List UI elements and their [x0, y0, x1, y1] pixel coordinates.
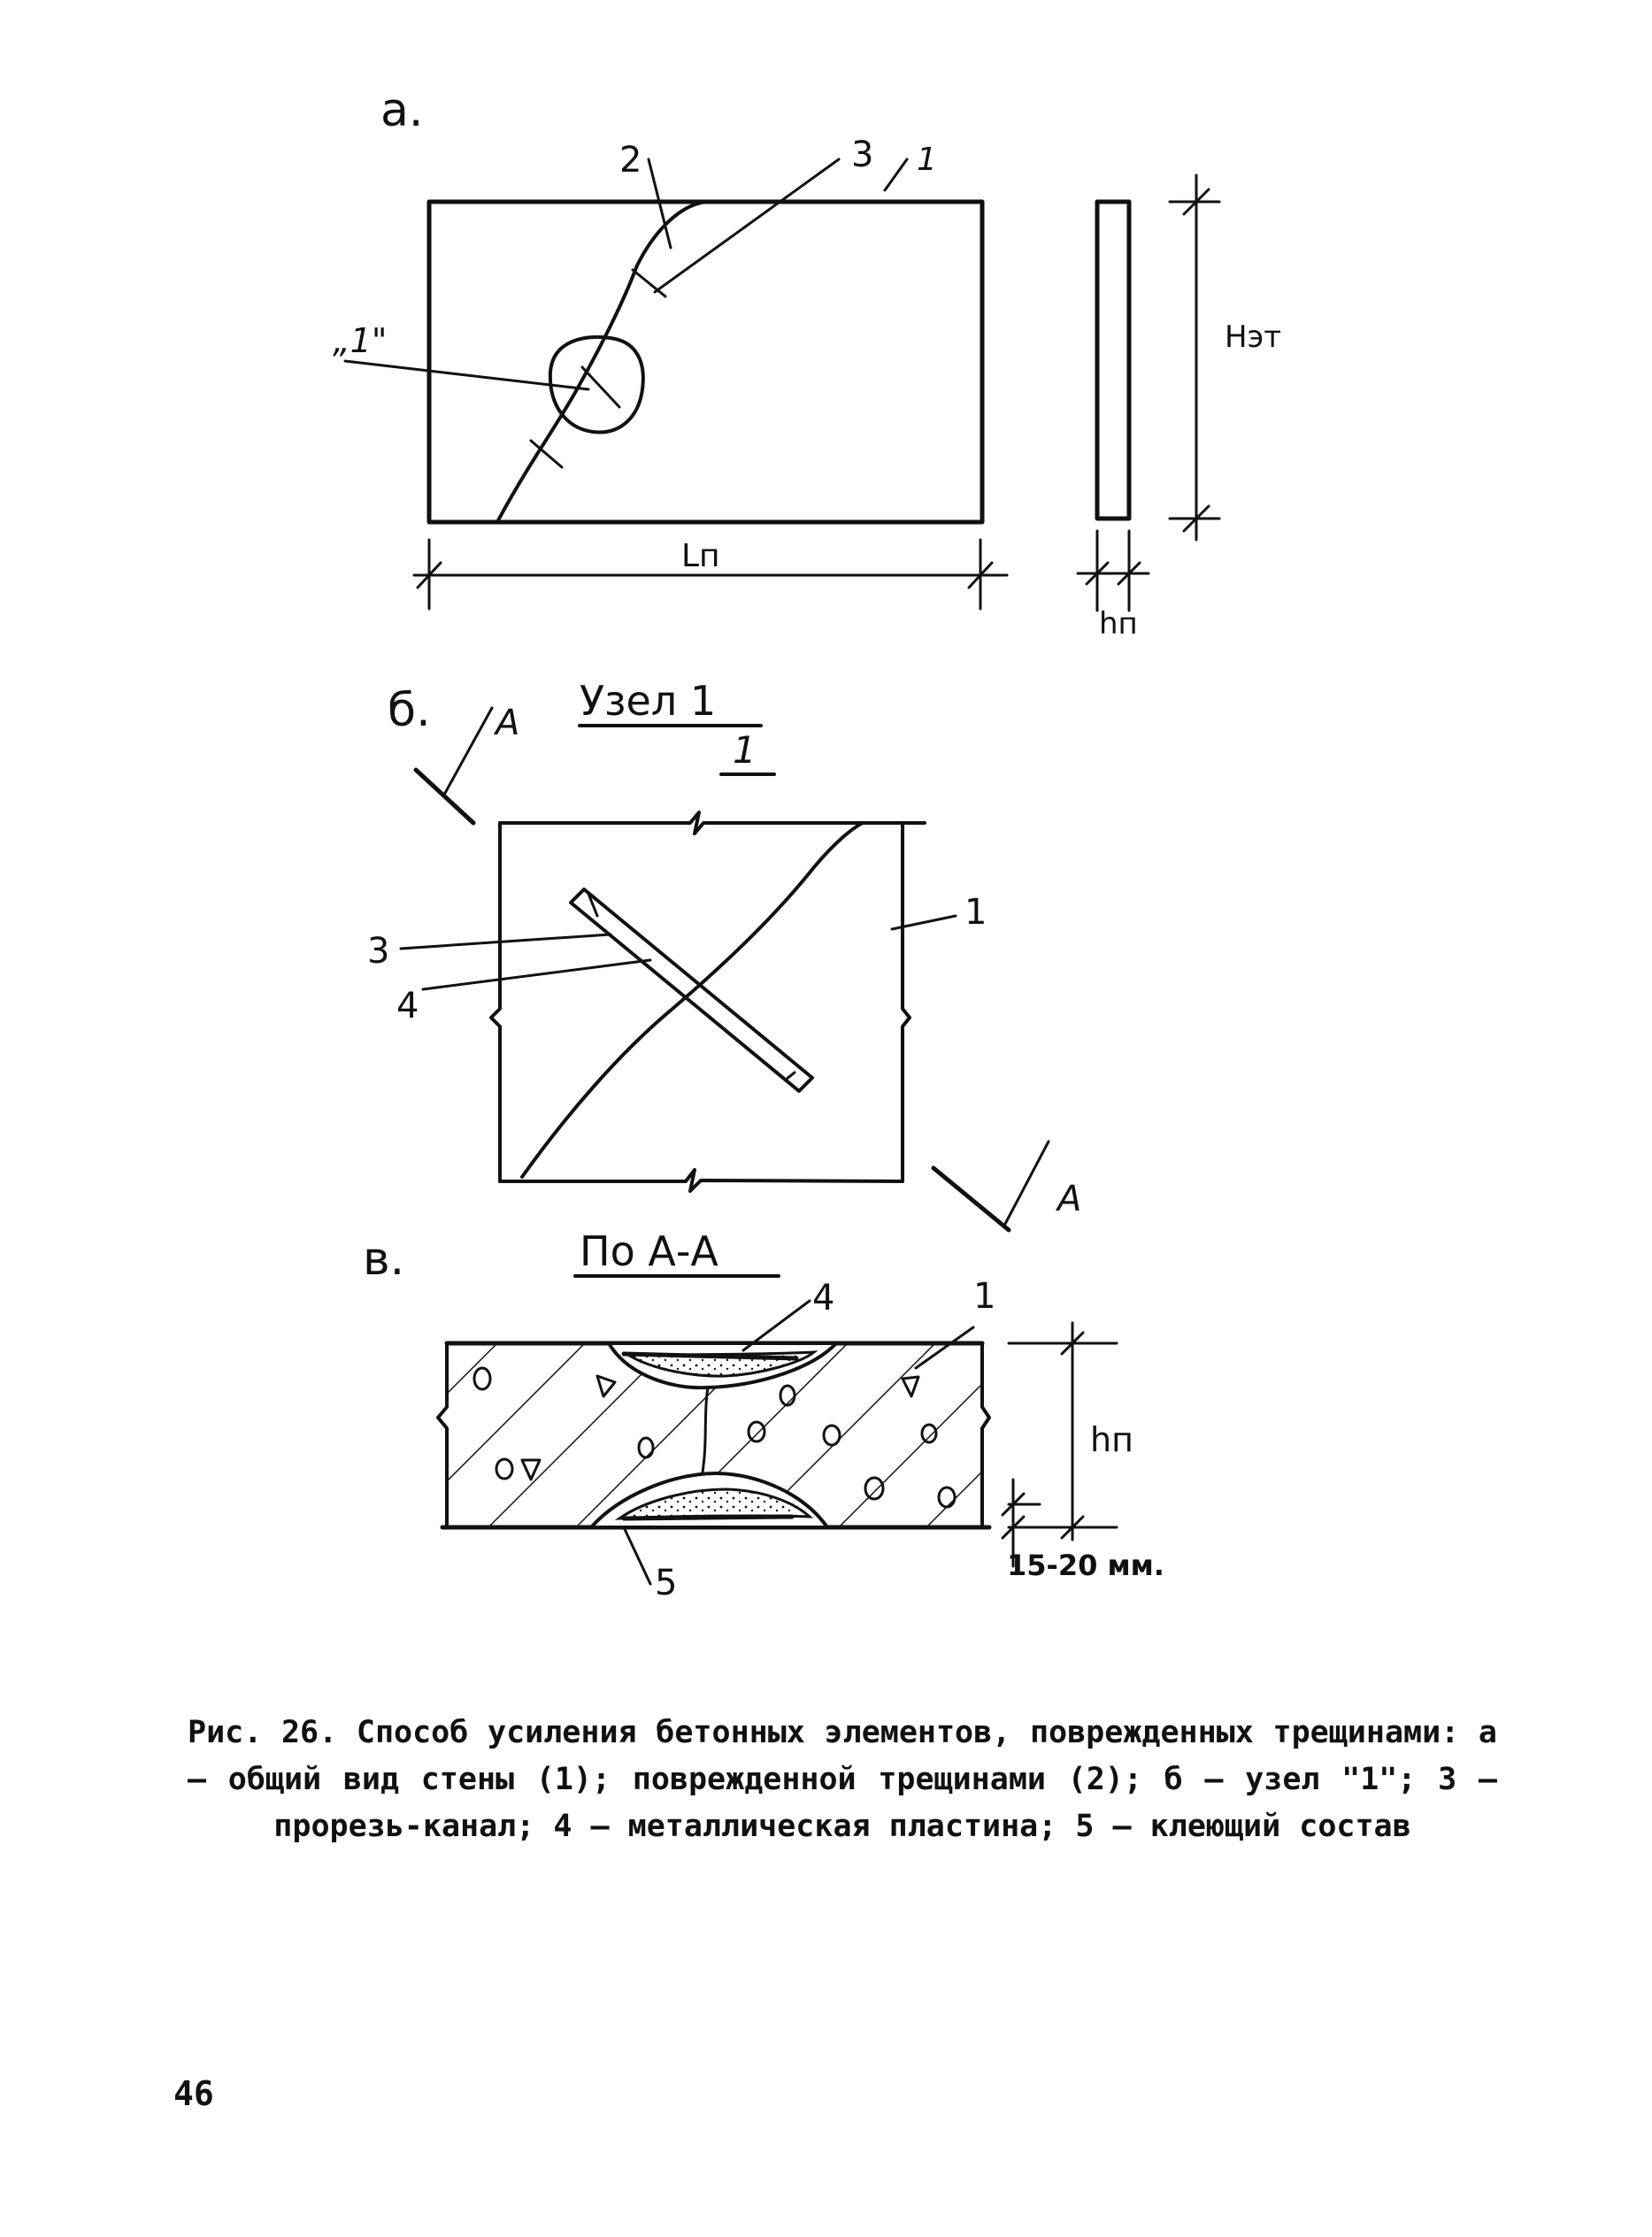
section-right-break	[980, 1341, 991, 1529]
label-a-1: 1	[917, 142, 937, 178]
label-b-3: 3	[367, 931, 389, 972]
label-v-4: 4	[812, 1278, 834, 1318]
node-title: Узел 1	[580, 677, 716, 725]
label-b-4: 4	[396, 986, 419, 1026]
bottom-plate	[621, 1514, 795, 1521]
dim-depth-tick-1	[1001, 1492, 1026, 1517]
wall-outline	[426, 199, 985, 525]
aggregate-10	[864, 1476, 885, 1501]
fragment-top-edge	[498, 811, 926, 835]
label-a-3: 3	[851, 135, 873, 175]
leader-3	[653, 158, 841, 294]
dim-tick-bottom	[1182, 504, 1210, 533]
section-left-break	[436, 1341, 449, 1529]
dim-thk-tick-2	[1117, 561, 1141, 586]
leader-b-4	[421, 958, 652, 991]
panel-a-letter: а.	[380, 84, 423, 137]
metal-plate	[569, 888, 814, 1093]
panel-v: в. По А-А 4 1	[363, 1227, 1164, 1603]
dim-length-label: Lп	[681, 538, 720, 574]
label-v-5: 5	[655, 1563, 677, 1603]
dim-thickness-label-v: hп	[1090, 1420, 1133, 1459]
panel-v-letter: в.	[363, 1233, 404, 1286]
aggregate-9	[901, 1375, 920, 1398]
label-v-1: 1	[973, 1276, 995, 1317]
aggregate-8	[822, 1424, 841, 1447]
plate-end-bottom	[784, 1071, 796, 1081]
panel-b-letter: б.	[388, 684, 431, 737]
panel-a: а. 2 3 1 „1" Lп Нэт	[333, 84, 1281, 642]
aggregate-4	[595, 1374, 617, 1398]
dim-thk-tick-1	[1085, 561, 1110, 586]
dim-v-tick-bottom	[1060, 1515, 1085, 1540]
leader-b-3	[399, 933, 612, 950]
page-number: 46	[173, 2074, 214, 2113]
aggregate-2	[495, 1457, 514, 1480]
dim-tick-left	[416, 561, 442, 589]
dim-depth-tick-2	[1001, 1515, 1026, 1540]
dim-v-tick-top	[1060, 1331, 1085, 1356]
section-mark-bottom-arrow	[1003, 1140, 1050, 1227]
fragment-crack	[520, 821, 864, 1179]
dim-depth-label: 15-20 мм.	[1007, 1549, 1164, 1582]
leader-node	[343, 359, 590, 391]
label-a-node: „1"	[333, 321, 387, 360]
leader-v-1	[914, 1326, 975, 1370]
section-mark-top-bar	[413, 767, 476, 826]
aggregate-5	[637, 1436, 655, 1459]
section-mark-bottom-label: А	[1055, 1179, 1081, 1219]
fragment-bottom-edge	[498, 1168, 904, 1193]
figure-caption: Рис. 26. Способ усиления бетонных элемен…	[188, 1715, 1517, 1844]
aggregate-11	[937, 1486, 957, 1509]
section-mark-top-arrow	[442, 706, 494, 796]
plate-end-top	[587, 892, 599, 918]
dim-tick-top	[1182, 188, 1210, 216]
panel-b: б. Узел 1 1 А А 3 4 1	[367, 677, 1081, 1233]
aggregate-12	[920, 1423, 938, 1444]
node-subtitle: 1	[733, 728, 757, 772]
fragment-left-edge	[489, 821, 502, 1183]
crack-tick-1	[529, 439, 564, 469]
label-b-1: 1	[964, 892, 987, 933]
crack-tick-3	[631, 268, 667, 298]
section-mark-bottom-bar	[931, 1165, 1011, 1233]
label-a-2: 2	[619, 140, 642, 181]
aggregate-3	[520, 1458, 542, 1481]
node-circle	[548, 335, 645, 434]
leader-1	[883, 158, 909, 192]
aggregate-1	[473, 1366, 492, 1391]
top-plate	[621, 1351, 799, 1361]
dim-thickness-label-a: hп	[1099, 606, 1138, 642]
section-mark-top-label: А	[493, 703, 519, 743]
leader-v-4	[741, 1299, 811, 1352]
wall-side-view	[1095, 199, 1132, 521]
leader-v-5	[622, 1526, 652, 1586]
aggregate-7	[779, 1384, 796, 1407]
leader-b-1	[890, 914, 957, 931]
dim-tick-right	[967, 561, 994, 589]
fragment-right-edge	[901, 821, 911, 1183]
section-crack	[700, 1386, 710, 1480]
leader-2	[647, 158, 672, 250]
aggregate-6	[747, 1420, 766, 1443]
crack-line	[496, 200, 710, 522]
section-title: По А-А	[580, 1227, 718, 1275]
crack-tick-2	[580, 365, 621, 409]
dim-height-label: Нэт	[1225, 319, 1281, 355]
